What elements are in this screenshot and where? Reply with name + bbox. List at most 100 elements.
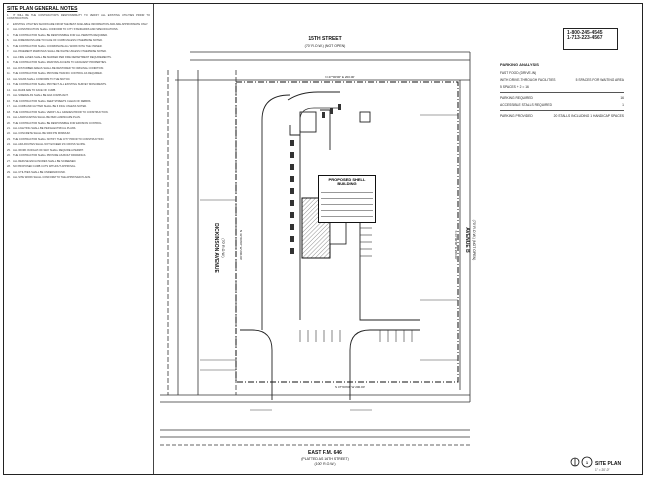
general-note: 2.EXISTING UTILITIES SHOWN ARE FROM THE … bbox=[7, 23, 150, 26]
general-note: 9.THE CONTRACTOR SHALL MAINTAIN ACCESS T… bbox=[7, 61, 150, 64]
general-note: 18.THE CONTRACTOR SHALL VERIFY ALL GRADE… bbox=[7, 111, 150, 114]
north-street-lines bbox=[175, 51, 470, 81]
general-note: 17.ALL CURB AND GUTTER SHALL BE 6 INCH U… bbox=[7, 105, 150, 108]
general-note: 16.THE CONTRACTOR SHALL KEEP STREETS CLE… bbox=[7, 100, 150, 103]
callout-title: PROPOSED SHELL BUILDING bbox=[328, 177, 366, 186]
general-note-text: THE CONTRACTOR SHALL COORDINATE ALL WORK… bbox=[13, 44, 103, 48]
general-note: 19.ALL LANDSCAPING SHALL BE PER LANDSCAP… bbox=[7, 116, 150, 119]
general-note-text: THE CONTRACTOR SHALL PROTECT ALL EXISTIN… bbox=[13, 83, 107, 87]
general-notes-title: SITE PLAN GENERAL NOTES bbox=[7, 6, 78, 12]
parking-row: PARKING REQUIRED 16 bbox=[500, 96, 624, 100]
general-note: 10.ALL DISTURBED AREAS SHALL BE RESTORED… bbox=[7, 67, 150, 70]
general-note-number: 13. bbox=[7, 83, 11, 87]
west-street-lines bbox=[167, 70, 237, 395]
general-note-number: 15. bbox=[7, 94, 11, 98]
parking-rule bbox=[500, 92, 624, 93]
general-note-number: 22. bbox=[7, 132, 11, 136]
general-note-number: 11. bbox=[7, 72, 11, 76]
parking-analysis: PARKING ANALYSIS FAST FOOD (DRIVE-IN) WIT… bbox=[500, 62, 624, 121]
general-note: 7.ALL PAVEMENT MARKINGS SHALL BE WHITE U… bbox=[7, 50, 150, 53]
general-note-text: ALL CONSTRUCTION SHALL CONFORM TO CITY S… bbox=[13, 28, 119, 32]
general-note-number: 10. bbox=[7, 66, 11, 70]
parking-title: PARKING ANALYSIS bbox=[500, 62, 539, 67]
general-note-number: 14. bbox=[7, 88, 11, 92]
general-note-text: ALL DIMENSIONS ARE TO FACE OF CURB UNLES… bbox=[13, 39, 103, 43]
general-note: 22.ALL CONCRETE SHALL BE 3000 PSI MINIMU… bbox=[7, 132, 150, 135]
general-note: 8.ALL FIRE LANES SHALL BE MARKED PER FIR… bbox=[7, 56, 150, 59]
north-street-name: 15TH STREET bbox=[308, 36, 341, 42]
general-note-text: ALL ADA ROUTES SHALL NOT EXCEED 2% CROSS… bbox=[13, 143, 86, 147]
general-note: 20.THE CONTRACTOR SHALL BE RESPONSIBLE F… bbox=[7, 122, 150, 125]
general-note-text: ALL CONCRETE SHALL BE 3000 PSI MINIMUM. bbox=[13, 132, 71, 136]
general-note: 14.ALL RADII ARE TO FACE OF CURB. bbox=[7, 89, 150, 92]
general-note-number: 12. bbox=[7, 77, 11, 81]
general-note-number: 16. bbox=[7, 99, 11, 103]
parking-row-label: WITH DRIVE-THROUGH FACILITIES bbox=[500, 78, 556, 82]
general-note-number: 30. bbox=[7, 176, 11, 180]
general-note-text: ALL UTILITIES SHALL BE UNDERGROUND. bbox=[13, 170, 66, 174]
parking-row-value: 5 SPACES FOR WAITING AREA bbox=[575, 78, 624, 82]
parking-row: 5 SPACES + 2 = 16 bbox=[500, 85, 624, 89]
site-curbs bbox=[240, 91, 420, 400]
general-note: 24.ALL ADA ROUTES SHALL NOT EXCEED 2% CR… bbox=[7, 143, 150, 146]
callout-line bbox=[321, 212, 373, 217]
general-note-text: THE CONTRACTOR SHALL NOTIFY THE CITY PRI… bbox=[13, 137, 105, 141]
south-street-row-2: (100' R.O.W.) bbox=[314, 462, 335, 466]
general-notes-list: 1.IT WILL BE THE CONTRACTOR'S RESPONSIBI… bbox=[7, 14, 150, 180]
north-street-row: (70' R.O.W.) (NOT OPEN) bbox=[305, 44, 346, 48]
property-boundary bbox=[235, 81, 459, 383]
phone-line-1: 1-800-245-4545 bbox=[567, 30, 603, 36]
general-note: 21.ALL LIGHTING SHALL BE PER ELECTRICAL … bbox=[7, 127, 150, 130]
general-note: 5.ALL DIMENSIONS ARE TO FACE OF CURB UNL… bbox=[7, 39, 150, 42]
general-note-text: ALL PAVEMENT MARKINGS SHALL BE WHITE UNL… bbox=[13, 50, 107, 54]
parking-row: FAST FOOD (DRIVE-IN) bbox=[500, 71, 624, 75]
east-street-name: AVENUE B bbox=[464, 227, 470, 253]
general-note-text: ALL LIGHTING SHALL BE PER ELECTRICAL PLA… bbox=[13, 126, 77, 130]
east-street-lines bbox=[459, 52, 471, 402]
general-note-number: 25. bbox=[7, 148, 11, 152]
sheet-border bbox=[3, 3, 643, 475]
south-street-name: EAST F.M. 646 bbox=[308, 450, 342, 456]
general-note-number: 17. bbox=[7, 105, 11, 109]
parking-row-label: PARKING REQUIRED bbox=[500, 96, 533, 100]
general-note-text: THE CONTRACTOR SHALL BE RESPONSIBLE FOR … bbox=[13, 33, 108, 37]
boundary-west-bearing: N 43°00'00" W 200.00' bbox=[239, 230, 243, 261]
boundary-north-bearing: N 47°00'00" E 200.00' bbox=[325, 75, 355, 79]
boundary-east-bearing: S 43°00'00" E 200.00' bbox=[454, 230, 458, 260]
general-note-text: IT WILL BE THE CONTRACTOR'S RESPONSIBILI… bbox=[7, 14, 150, 21]
parking-row: WITH DRIVE-THROUGH FACILITIES 5 SPACES FO… bbox=[500, 78, 624, 82]
general-note: 1.IT WILL BE THE CONTRACTOR'S RESPONSIBI… bbox=[7, 14, 150, 21]
general-note-text: THE CONTRACTOR SHALL VERIFY ALL GRADES P… bbox=[13, 110, 109, 114]
parking-row-label: 5 SPACES + 2 = 16 bbox=[500, 85, 529, 89]
south-street-row-1: (PLATTED AS 16TH STREET) bbox=[301, 457, 349, 461]
parking-row-value: 16 bbox=[620, 96, 624, 100]
drive-through-lane bbox=[299, 107, 340, 121]
boundary-south-bearing: S 47°00'00" W 200.00' bbox=[335, 385, 365, 389]
general-note-number: 5. bbox=[7, 39, 10, 43]
general-note: 29.ALL UTILITIES SHALL BE UNDERGROUND. bbox=[7, 171, 150, 174]
general-note: 27.ALL REFUSE ENCLOSURES SHALL BE SCREEN… bbox=[7, 160, 150, 163]
general-note: 3.ALL CONSTRUCTION SHALL CONFORM TO CITY… bbox=[7, 28, 150, 31]
general-note-text: THE CONTRACTOR SHALL PROVIDE TRAFFIC CON… bbox=[13, 72, 103, 76]
general-note-text: ALL SIDEWALKS SHALL BE ADA COMPLIANT. bbox=[13, 94, 69, 98]
general-note-text: ALL SIGNS SHALL CONFORM TO THE MUTCD. bbox=[13, 77, 71, 81]
callout-line bbox=[321, 194, 373, 199]
parking-row-label: ACCESSIBLE STALLS REQUIRED bbox=[500, 103, 552, 107]
east-street-row: (70' R.O.W.) (NOT OPEN) bbox=[472, 220, 476, 261]
general-note-number: 9. bbox=[7, 61, 10, 65]
general-note-text: ALL REFUSE ENCLOSURES SHALL BE SCREENED. bbox=[13, 159, 77, 163]
phone-line-2: 1-713-223-4567 bbox=[567, 35, 603, 41]
general-note: 12.ALL SIGNS SHALL CONFORM TO THE MUTCD. bbox=[7, 78, 150, 81]
general-note: 25.ALL WORK IN RIGHT-OF-WAY SHALL REQUIR… bbox=[7, 149, 150, 152]
west-street-row: (70' R.O.W.) bbox=[221, 238, 225, 257]
general-note-number: 1. bbox=[7, 14, 10, 17]
general-note-number: 23. bbox=[7, 137, 11, 141]
parking-row-value: 20 STALLS INCLUDING 1 HANDICAP SPACES bbox=[553, 114, 624, 118]
general-note-text: THE CONTRACTOR SHALL MAINTAIN ACCESS TO … bbox=[13, 61, 107, 65]
general-note-number: 4. bbox=[7, 33, 10, 37]
general-note-text: ALL RADII ARE TO FACE OF CURB. bbox=[13, 88, 56, 92]
general-note-text: ALL WORK IN RIGHT-OF-WAY SHALL REQUIRE A… bbox=[13, 148, 84, 152]
callout-line bbox=[321, 188, 373, 193]
